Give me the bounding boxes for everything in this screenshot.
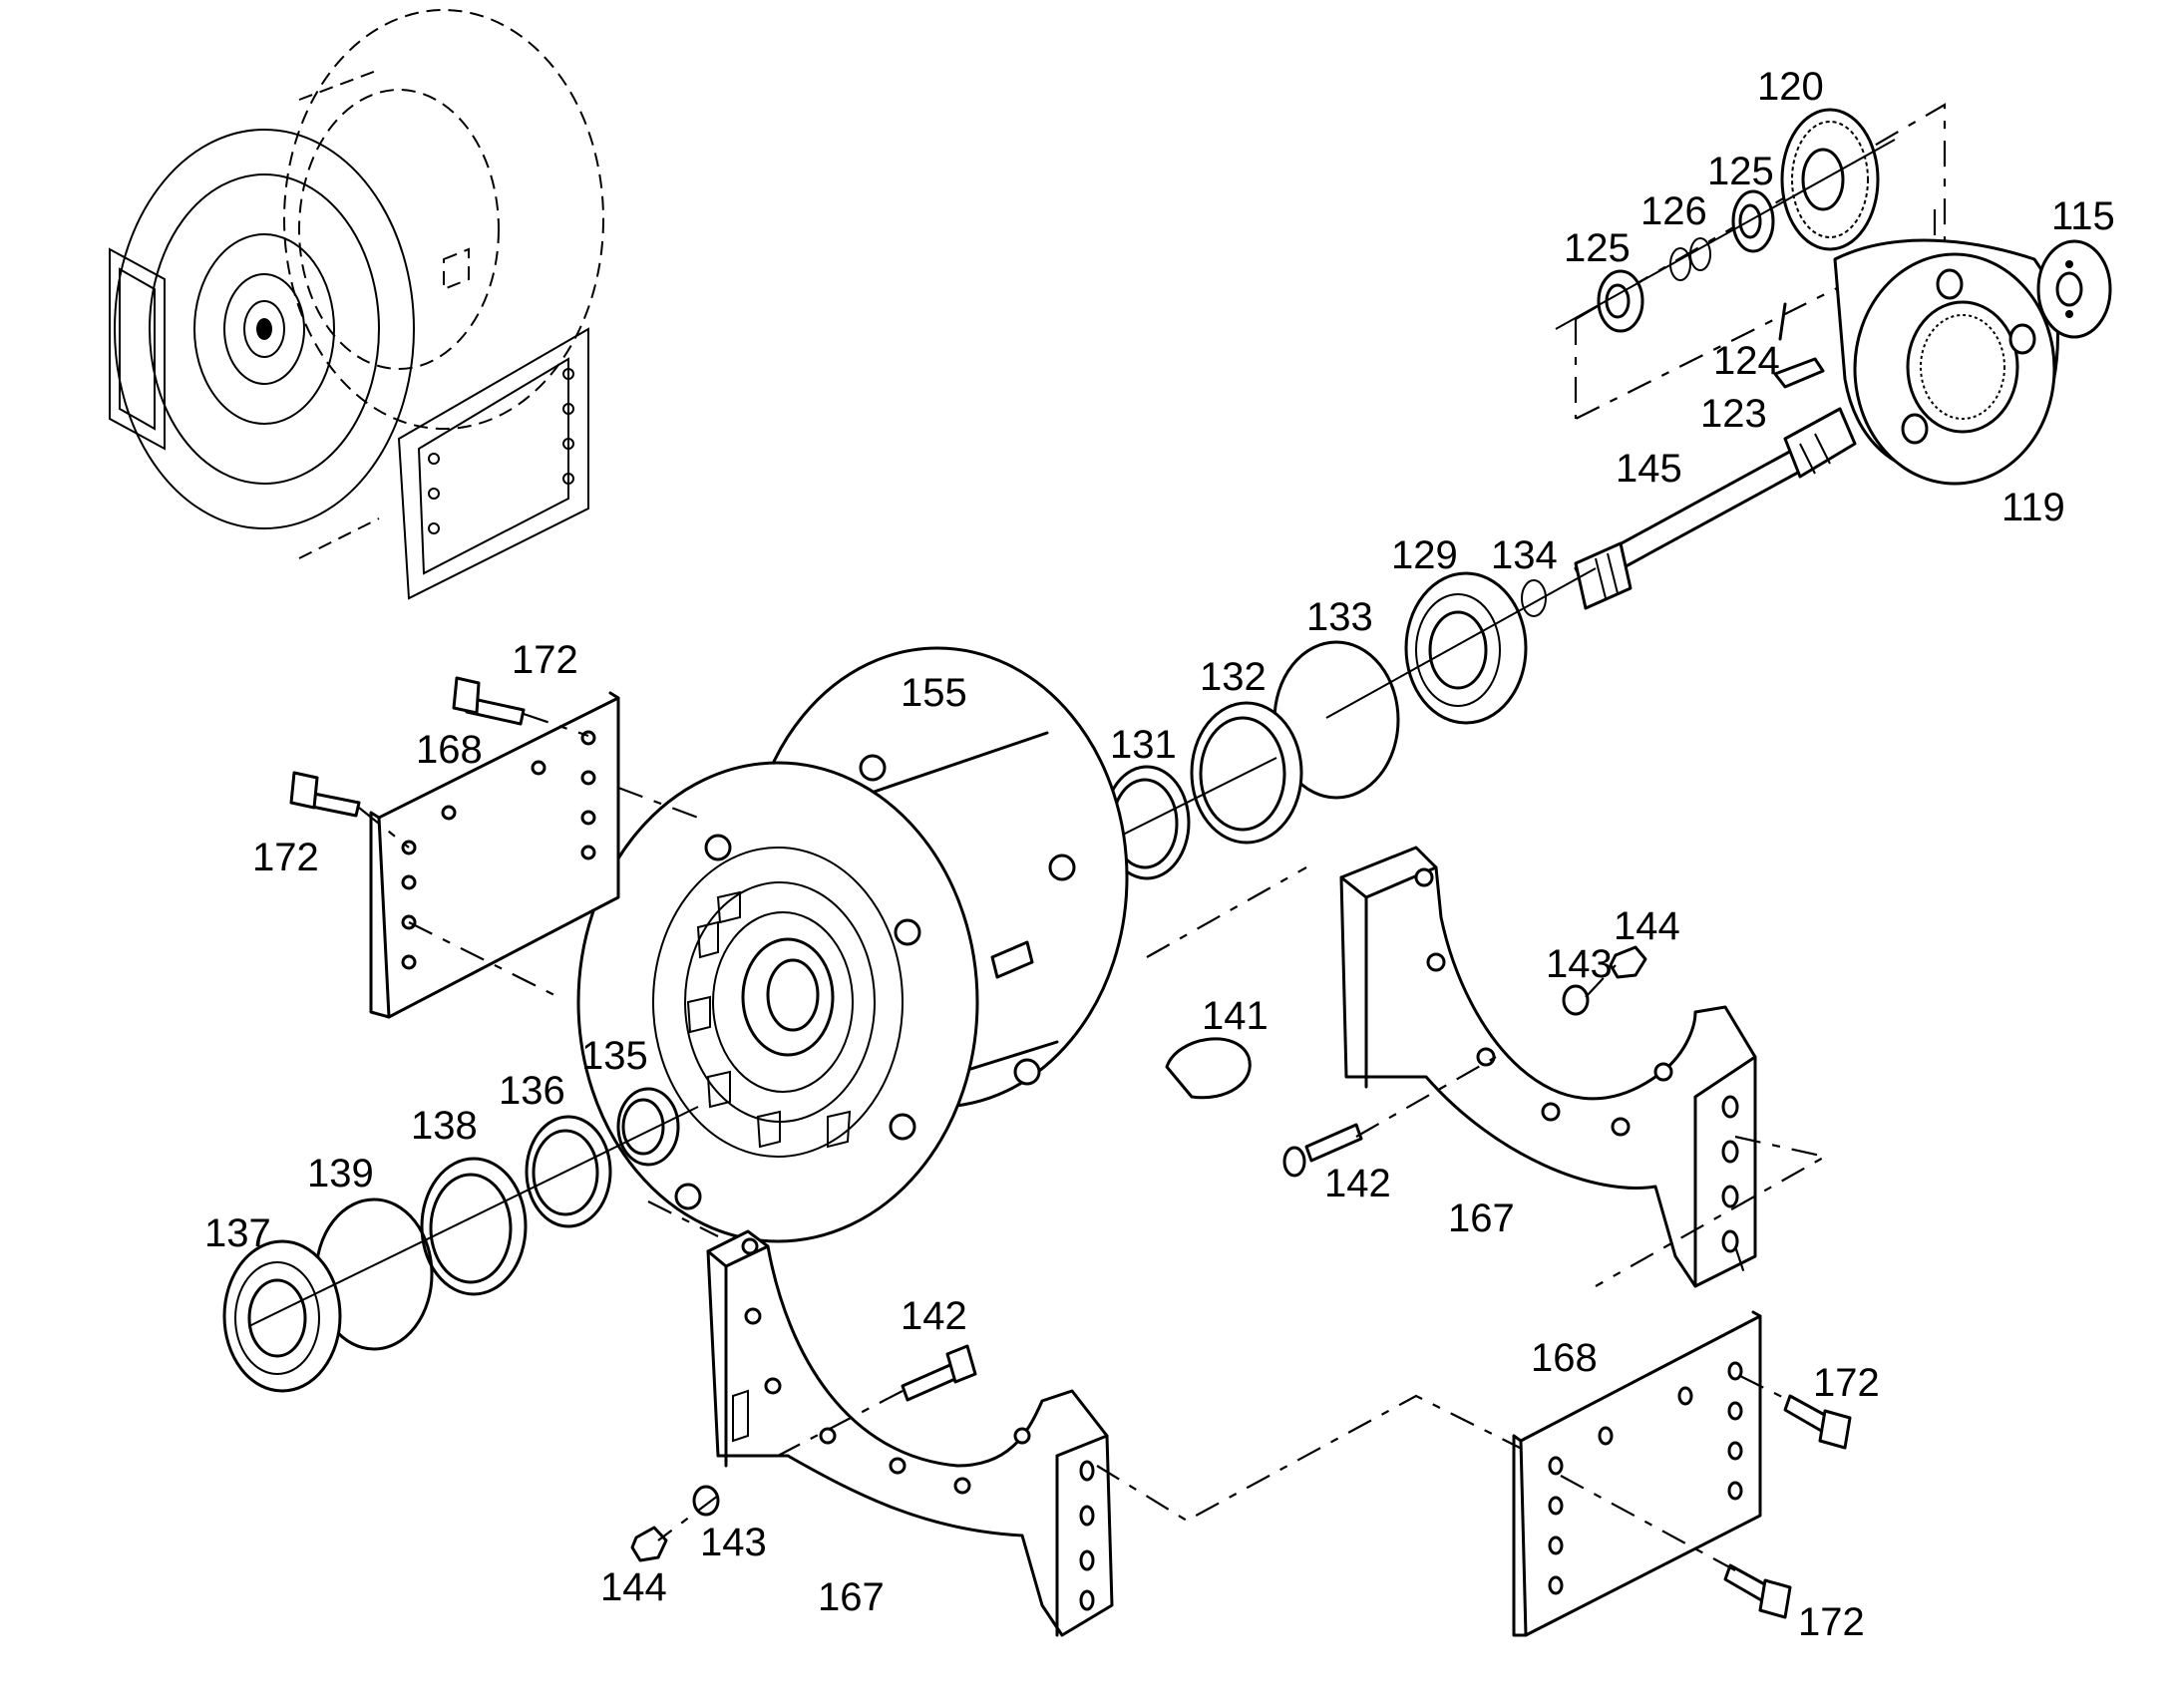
washer-143-left: [692, 1485, 720, 1517]
label-132: 132: [1200, 655, 1267, 699]
label-134: 134: [1491, 533, 1558, 577]
label-125-upper: 125: [1707, 150, 1774, 193]
shaft-145: [1574, 407, 1857, 610]
side-plate-168-lower: [1512, 1310, 1762, 1637]
label-135: 135: [581, 1034, 648, 1078]
bolt-172-lower-a: [1783, 1394, 1852, 1450]
label-115: 115: [2051, 194, 2115, 238]
bolt-142-left: [901, 1344, 977, 1402]
nut-144-left: [630, 1526, 668, 1562]
label-133: 133: [1306, 595, 1373, 639]
bolt-172-upper-a: [452, 676, 526, 726]
label-136: 136: [499, 1069, 565, 1113]
gear-120: [1780, 108, 1880, 251]
bolt-172-upper-b: [289, 771, 361, 818]
label-129: 129: [1391, 533, 1458, 577]
ring-134: [1521, 579, 1547, 617]
label-125-lower: 125: [1564, 226, 1631, 270]
label-172-upper-a: 172: [512, 638, 578, 682]
bearing-129: [1404, 571, 1528, 725]
label-144-left: 144: [600, 1565, 667, 1609]
label-123: 123: [1700, 392, 1767, 436]
bearing-137: [222, 1239, 342, 1393]
nut-144-right: [1609, 945, 1647, 979]
bracket-167-right: [1339, 846, 1757, 1288]
label-167-left: 167: [818, 1575, 885, 1619]
rings-126: [1669, 237, 1711, 281]
bearing-125-upper: [1731, 189, 1775, 253]
label-172-lower-a: 172: [1813, 1361, 1880, 1405]
bolt-142-right: [1282, 1123, 1363, 1178]
label-120: 120: [1757, 65, 1824, 109]
label-141: 141: [1202, 994, 1269, 1038]
label-126: 126: [1640, 189, 1707, 233]
label-145: 145: [1616, 447, 1682, 491]
label-131: 131: [1110, 723, 1177, 767]
label-172-lower-b: 172: [1798, 1600, 1865, 1644]
label-143-right: 143: [1546, 942, 1613, 986]
label-155: 155: [901, 671, 967, 715]
label-142-right: 142: [1324, 1162, 1391, 1205]
label-143-left: 143: [700, 1521, 767, 1564]
bolt-172-lower-b: [1723, 1563, 1792, 1619]
label-168-lower: 168: [1531, 1336, 1598, 1380]
label-119: 119: [2001, 486, 2065, 529]
label-124: 124: [1713, 339, 1780, 383]
label-138: 138: [411, 1104, 478, 1148]
bushing-135: [616, 1087, 680, 1167]
part-labels: 120 125 126 125 115 124 123 145 119 129 …: [204, 65, 2115, 1644]
label-144-right: 144: [1614, 904, 1680, 948]
label-167-right: 167: [1448, 1196, 1515, 1240]
label-168-upper: 168: [416, 728, 483, 772]
pin-124-123: [1773, 302, 1825, 389]
label-172-upper-b: 172: [252, 836, 319, 879]
label-139: 139: [307, 1152, 374, 1196]
washer-143-right: [1562, 984, 1590, 1016]
bracket-167-left: [706, 1229, 1114, 1637]
seal-136: [525, 1115, 612, 1228]
assembled-winch-inset: [109, 9, 604, 600]
label-142-left: 142: [901, 1294, 967, 1338]
seal-138: [420, 1157, 528, 1296]
side-plate-168-upper: [369, 691, 620, 1019]
key-141: [1165, 1037, 1252, 1100]
dashed-frame-120: [1574, 103, 1947, 420]
carrier-119: [1833, 238, 2059, 486]
label-137: 137: [204, 1211, 271, 1255]
thrust-washer-115: [2036, 239, 2112, 339]
